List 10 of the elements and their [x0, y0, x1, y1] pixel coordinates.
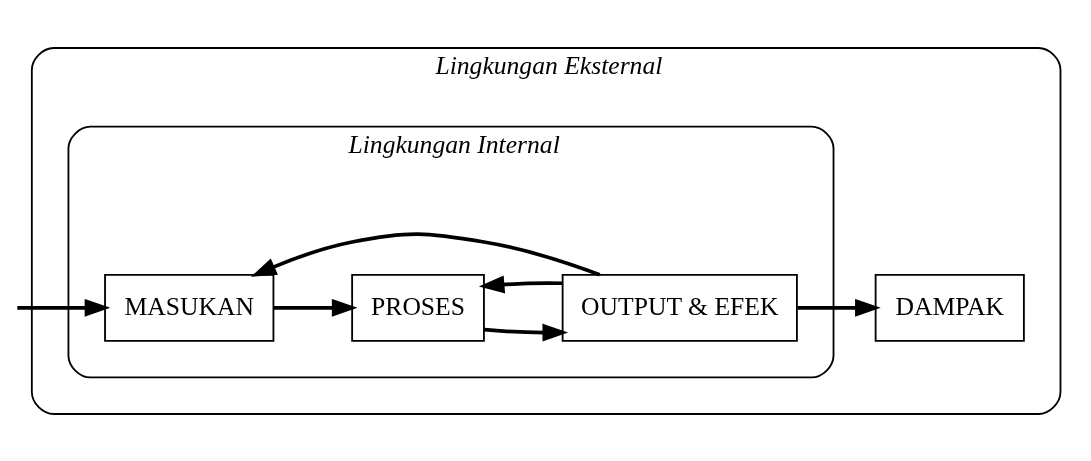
arrow: [797, 298, 881, 317]
arrow: [484, 323, 569, 342]
node-box: MASUKAN: [104, 273, 275, 342]
arrow: [478, 275, 563, 293]
arrow: [273, 298, 358, 317]
arrow: [250, 231, 601, 277]
node-box: DAMPAK: [874, 273, 1025, 342]
arrow: [17, 298, 111, 317]
node-box: OUTPUT & EFEK: [561, 273, 798, 342]
node-box: PROSES: [351, 273, 485, 342]
